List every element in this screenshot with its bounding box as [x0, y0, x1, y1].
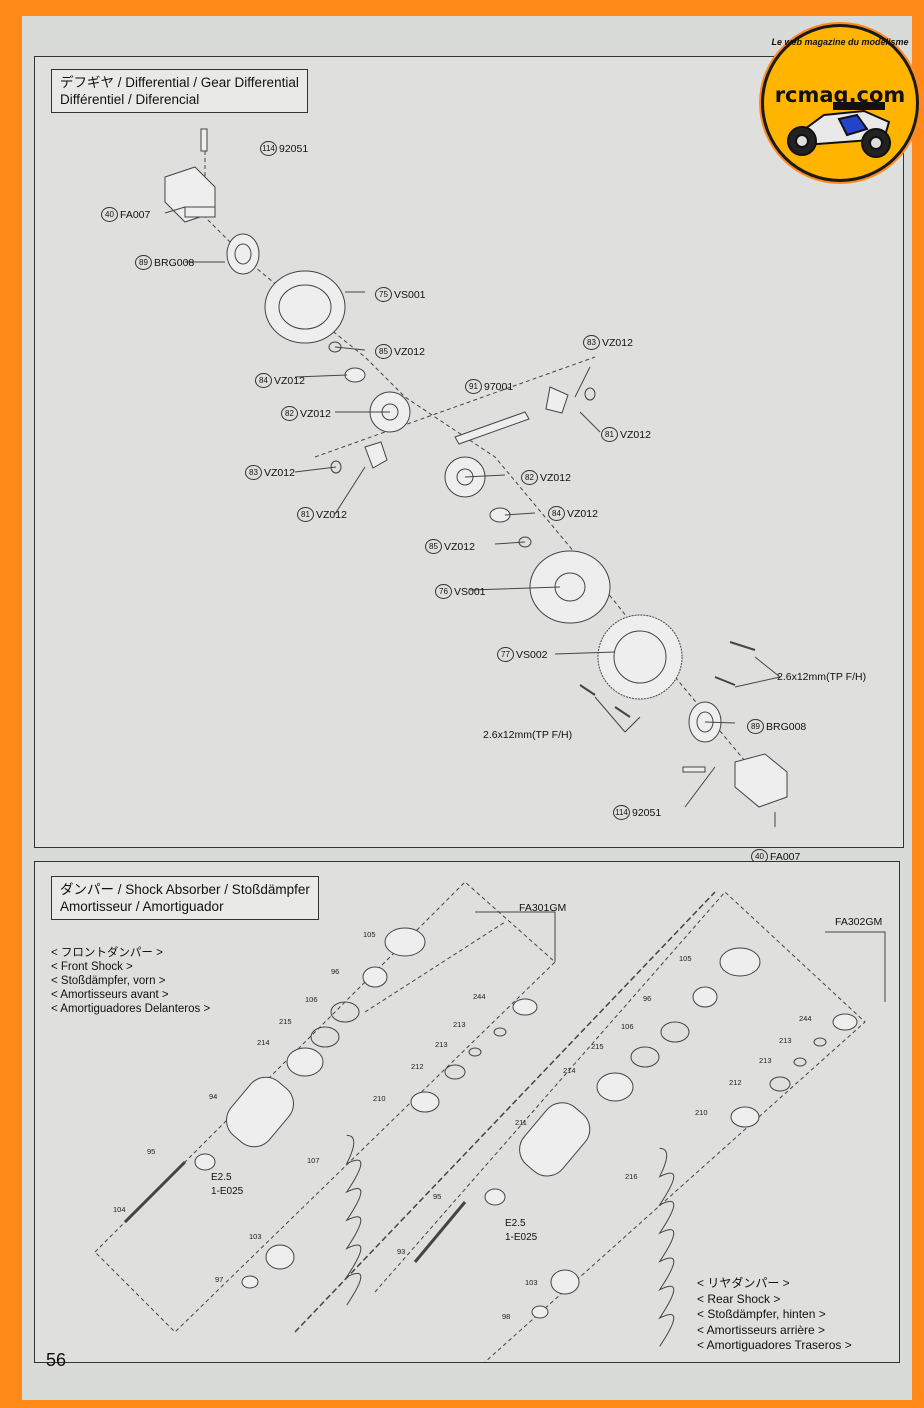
front-part-210: 210: [373, 1094, 386, 1103]
shock-title-line1: ダンパー / Shock Absorber / Stoßdämpfer: [60, 882, 310, 897]
rear-part-211: 211: [515, 1118, 527, 1127]
front-part-95: 95: [147, 1147, 156, 1156]
rear-shock-label-list: < リヤダンパー > < Rear Shock > < Stoßdämpfer,…: [697, 1276, 852, 1352]
front-part-213a: 213: [453, 1020, 466, 1029]
differential-title: デフギヤ / Differential / Gear Differential …: [51, 69, 308, 113]
small-bevel-gear-right: [545, 386, 569, 414]
rear-eclip: E2.5: [505, 1218, 526, 1229]
front-part-106: 106: [305, 995, 318, 1004]
rear-part-103: 103: [525, 1278, 538, 1287]
o-ring-part: [328, 341, 342, 353]
differential-exploded-diagram: [164, 128, 788, 827]
front-part-244: 244: [473, 992, 486, 1001]
buggy-icon: [787, 102, 891, 158]
bearing-part: [226, 233, 260, 275]
front-part-104: 104: [113, 1205, 126, 1214]
rcmag-logo: Le web magazine du modelisme rcmag.com: [761, 24, 919, 182]
front-part-215: 215: [279, 1017, 292, 1026]
shock-title: ダンパー / Shock Absorber / Stoßdämpfer Amor…: [51, 876, 319, 920]
front-eclip: E2.5: [211, 1172, 232, 1183]
rear-part-96: 96: [643, 994, 652, 1003]
front-kit-code: FA301GM: [519, 902, 567, 914]
rear-part-216: 216: [625, 1172, 638, 1181]
front-eclip-code: 1-E025: [211, 1186, 244, 1197]
front-shock-label-list: < フロントダンパー > < Front Shock > < Stoßdämpf…: [51, 947, 211, 1015]
rear-part-215: 215: [591, 1042, 604, 1051]
shock-title-line2: Amortisseur / Amortiguador: [60, 899, 224, 914]
rear-part-95: 95: [433, 1192, 442, 1201]
screw-spec-right: 2.6x12mm(TP F/H): [777, 671, 867, 683]
differential-title-line2: Différentiel / Diferencial: [60, 92, 200, 107]
rear-part-244: 244: [799, 1014, 812, 1023]
washer-part: [344, 367, 366, 383]
rear-part-213b: 213: [759, 1056, 772, 1065]
differential-panel: デフギヤ / Differential / Gear Differential …: [34, 56, 904, 864]
differential-title-line1: デフギヤ / Differential / Gear Differential: [60, 75, 299, 90]
front-part-214: 214: [257, 1038, 270, 1047]
rear-eclip-code: 1-E025: [505, 1232, 538, 1243]
pin-part: [200, 128, 208, 152]
shock-absorber-panel: ダンパー / Shock Absorber / Stoßdämpfer Amor…: [34, 861, 900, 1363]
rear-shock-body: [519, 1102, 591, 1177]
front-part-103: 103: [249, 1232, 262, 1241]
manual-page: デフギヤ / Differential / Gear Differential …: [22, 16, 912, 1400]
shock-exploded-diagram: [94, 881, 886, 1362]
rear-part-106: 106: [621, 1022, 634, 1031]
front-spring: [345, 1134, 362, 1306]
rear-part-212: 212: [729, 1078, 742, 1087]
rear-part-210: 210: [695, 1108, 708, 1117]
front-part-212: 212: [411, 1062, 424, 1071]
rear-spring: [658, 1147, 675, 1347]
front-part-107: 107: [307, 1156, 320, 1165]
front-part-213b: 213: [435, 1040, 448, 1049]
rear-part-93: 93: [397, 1247, 406, 1256]
front-shock-body: [226, 1076, 294, 1148]
front-part-105: 105: [363, 930, 376, 939]
rear-part-105: 105: [679, 954, 692, 963]
front-part-97: 97: [215, 1275, 224, 1284]
small-bevel-gear-left: [364, 441, 388, 469]
rear-part-214: 214: [563, 1066, 576, 1075]
front-part-94: 94: [209, 1092, 218, 1101]
page-number: 56: [46, 1350, 67, 1370]
rear-kit-code: FA302GM: [835, 916, 883, 928]
spur-gear-part: [597, 614, 683, 700]
screw-part: [579, 641, 756, 718]
diff-case-part: [264, 270, 346, 344]
diff-cover-part: [529, 550, 611, 624]
rear-part-98: 98: [502, 1312, 511, 1321]
front-part-96: 96: [331, 967, 340, 976]
cross-shaft-part: [454, 411, 530, 445]
screw-spec-left: 2.6x12mm(TP F/H): [483, 729, 573, 741]
rear-part-213a: 213: [779, 1036, 792, 1045]
photo-frame: デフギヤ / Differential / Gear Differential …: [6, 6, 919, 1402]
